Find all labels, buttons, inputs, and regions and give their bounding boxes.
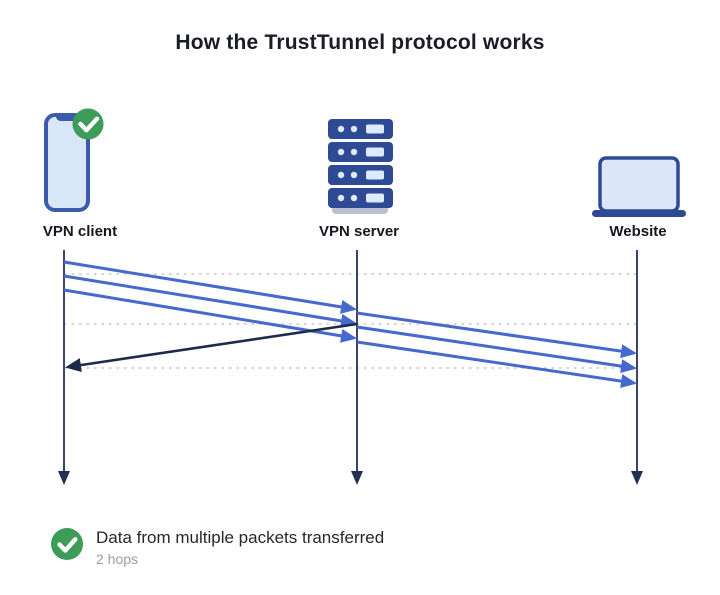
check-badge-icon — [72, 108, 104, 140]
packet-arrow — [356, 340, 637, 389]
legend-text: Data from multiple packets transferred — [96, 528, 385, 547]
legend-texts: Data from multiple packets transferred 2… — [96, 527, 384, 568]
check-circle-icon — [51, 528, 83, 560]
server-unit — [328, 119, 393, 139]
packet-arrow — [63, 260, 357, 314]
node-label-vpn-client: VPN client — [42, 223, 118, 240]
node-label-website: Website — [609, 223, 667, 240]
phone-notch — [56, 114, 77, 121]
server-unit — [328, 165, 393, 185]
legend-subtext: 2 hops — [96, 551, 139, 567]
laptop-icon — [592, 156, 686, 217]
packet-arrow — [356, 311, 637, 359]
sequence-layer — [58, 250, 643, 485]
page-title: How the TrustTunnel protocol works — [175, 31, 545, 54]
packet-arrow — [356, 325, 637, 374]
packet-arrow — [63, 274, 357, 328]
server-unit — [328, 188, 393, 208]
ack-arrow — [65, 322, 358, 373]
server-icon — [328, 119, 393, 214]
server-unit — [328, 142, 393, 162]
laptop-base — [592, 210, 686, 217]
packet-arrow — [63, 288, 357, 343]
node-label-vpn-server: VPN server — [318, 223, 400, 240]
phone-icon — [44, 113, 90, 212]
legend: Data from multiple packets transferred 2… — [50, 527, 384, 568]
